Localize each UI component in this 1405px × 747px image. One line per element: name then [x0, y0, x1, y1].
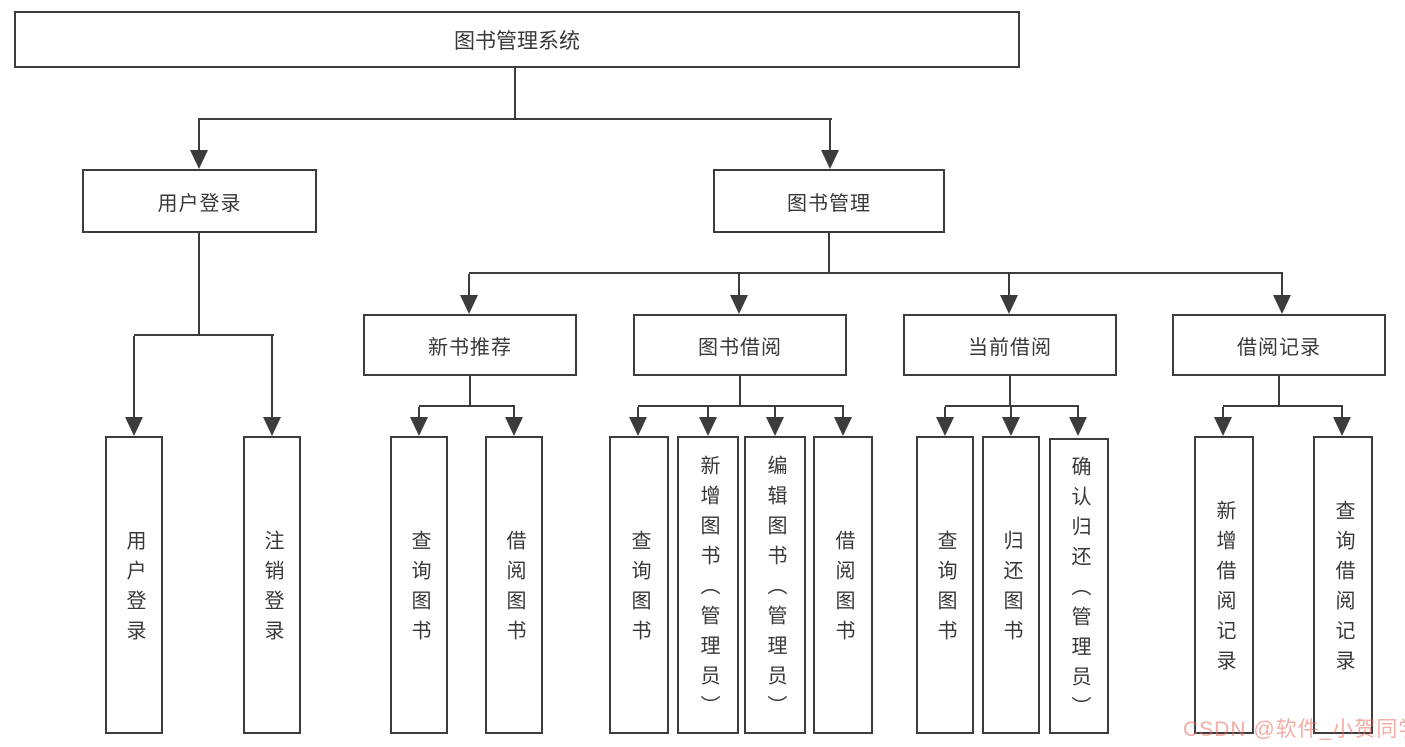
node-label: 查询借阅记录 — [1332, 500, 1354, 680]
arrow-down-icon — [1273, 295, 1291, 314]
connector-drop — [1077, 407, 1079, 418]
node-label: 查询图书 — [408, 530, 430, 650]
connector-drop — [738, 274, 740, 296]
connector-drop — [271, 336, 273, 417]
csdn-watermark: CSDN @软件_小贺同学 — [1183, 718, 1405, 741]
node-label: 新增图书（管理员） — [697, 455, 719, 725]
connector-group-stem — [1009, 376, 1011, 406]
connector-drop-user-login — [198, 119, 200, 150]
node-label: 确认归还（管理员） — [1068, 456, 1090, 726]
arrow-down-icon — [1000, 295, 1018, 314]
node-label: 用户登录 — [157, 192, 242, 215]
connector-drop — [1281, 274, 1283, 296]
arrow-down-icon — [936, 417, 954, 436]
node-label: 借阅记录 — [1237, 336, 1321, 359]
leaf-borrow-books: 借阅图书 — [485, 436, 543, 734]
connector-drop — [1008, 274, 1010, 296]
arrow-down-icon — [834, 417, 852, 436]
node-label: 查询图书 — [934, 530, 956, 650]
connector-level3-rail — [469, 272, 1283, 274]
node-current-borrowing: 当前借阅 — [903, 314, 1117, 376]
node-label: 图书借阅 — [698, 336, 782, 359]
connector-drop — [133, 336, 135, 417]
arrow-down-icon — [1214, 417, 1232, 436]
node-label: 编辑图书（管理员） — [764, 455, 786, 725]
node-label: 新增借阅记录 — [1213, 500, 1235, 680]
node-label: 注销登录 — [261, 530, 283, 650]
node-label: 图书管理 — [787, 192, 871, 215]
connector-drop — [637, 407, 639, 418]
node-new-book-recommend: 新书推荐 — [363, 314, 577, 376]
node-label: 归还图书 — [1000, 530, 1022, 650]
leaf-logout: 注销登录 — [243, 436, 301, 734]
connector-drop-book-mgmt — [829, 119, 831, 150]
connector-level1-rail — [198, 118, 832, 120]
leaf-query-books: 查询图书 — [609, 436, 669, 734]
node-label: 当前借阅 — [968, 336, 1052, 359]
node-label: 图书管理系统 — [454, 29, 580, 53]
node-book-management: 图书管理 — [713, 169, 945, 233]
leaf-borrow-books: 借阅图书 — [813, 436, 873, 734]
leaf-user-login: 用户登录 — [105, 436, 163, 734]
node-label: 新书推荐 — [428, 336, 512, 359]
arrow-down-icon — [263, 417, 281, 436]
connector-user-login-rail — [134, 334, 274, 336]
leaf-query-books: 查询图书 — [916, 436, 974, 734]
arrow-down-icon — [699, 417, 717, 436]
arrow-down-icon — [125, 417, 143, 436]
arrow-down-icon — [1002, 417, 1020, 436]
arrow-down-icon — [629, 417, 647, 436]
node-label: 查询图书 — [628, 530, 650, 650]
node-label: 借阅图书 — [503, 530, 525, 650]
leaf-query-books: 查询图书 — [390, 436, 448, 734]
connector-user-login-stem — [198, 233, 200, 336]
node-user-login: 用户登录 — [82, 169, 317, 233]
arrow-down-icon — [460, 295, 478, 314]
arrow-down-icon — [1069, 417, 1087, 436]
arrow-down-icon — [505, 417, 523, 436]
connector-drop — [1341, 407, 1343, 418]
node-borrow-records: 借阅记录 — [1172, 314, 1386, 376]
connector-drop — [842, 407, 844, 418]
connector-drop — [944, 407, 946, 418]
connector-drop — [1222, 407, 1224, 418]
connector-drop — [774, 407, 776, 418]
leaf-add-books-admin: 新增图书（管理员） — [677, 436, 739, 734]
leaf-edit-books-admin: 编辑图书（管理员） — [744, 436, 806, 734]
arrow-down-icon — [730, 295, 748, 314]
leaf-return-books: 归还图书 — [982, 436, 1040, 734]
connector-group-rail — [1223, 405, 1343, 407]
arrow-down-icon — [766, 417, 784, 436]
arrow-down-icon — [190, 150, 208, 169]
leaf-confirm-return-admin: 确认归还（管理员） — [1049, 438, 1109, 734]
connector-drop — [418, 407, 420, 418]
connector-group-rail — [419, 405, 515, 407]
node-label: 用户登录 — [123, 530, 145, 650]
connector-group-stem — [739, 376, 741, 406]
connector-group-rail — [638, 405, 844, 407]
connector-drop — [513, 407, 515, 418]
connector-group-stem — [1278, 376, 1280, 406]
connector-drop — [468, 274, 470, 296]
leaf-add-borrow-record: 新增借阅记录 — [1194, 436, 1254, 734]
leaf-query-borrow-record: 查询借阅记录 — [1313, 436, 1373, 734]
arrow-down-icon — [410, 417, 428, 436]
node-label: 借阅图书 — [832, 530, 854, 650]
connector-drop — [707, 407, 709, 418]
connector-group-rail — [945, 405, 1079, 407]
node-book-borrowing: 图书借阅 — [633, 314, 847, 376]
arrow-down-icon — [1333, 417, 1351, 436]
connector-book-mgmt-stem — [828, 233, 830, 274]
connector-group-stem — [469, 376, 471, 406]
arrow-down-icon — [821, 150, 839, 169]
connector-root-stem — [514, 68, 516, 119]
connector-drop — [1010, 407, 1012, 418]
node-library-management-system: 图书管理系统 — [14, 11, 1020, 68]
